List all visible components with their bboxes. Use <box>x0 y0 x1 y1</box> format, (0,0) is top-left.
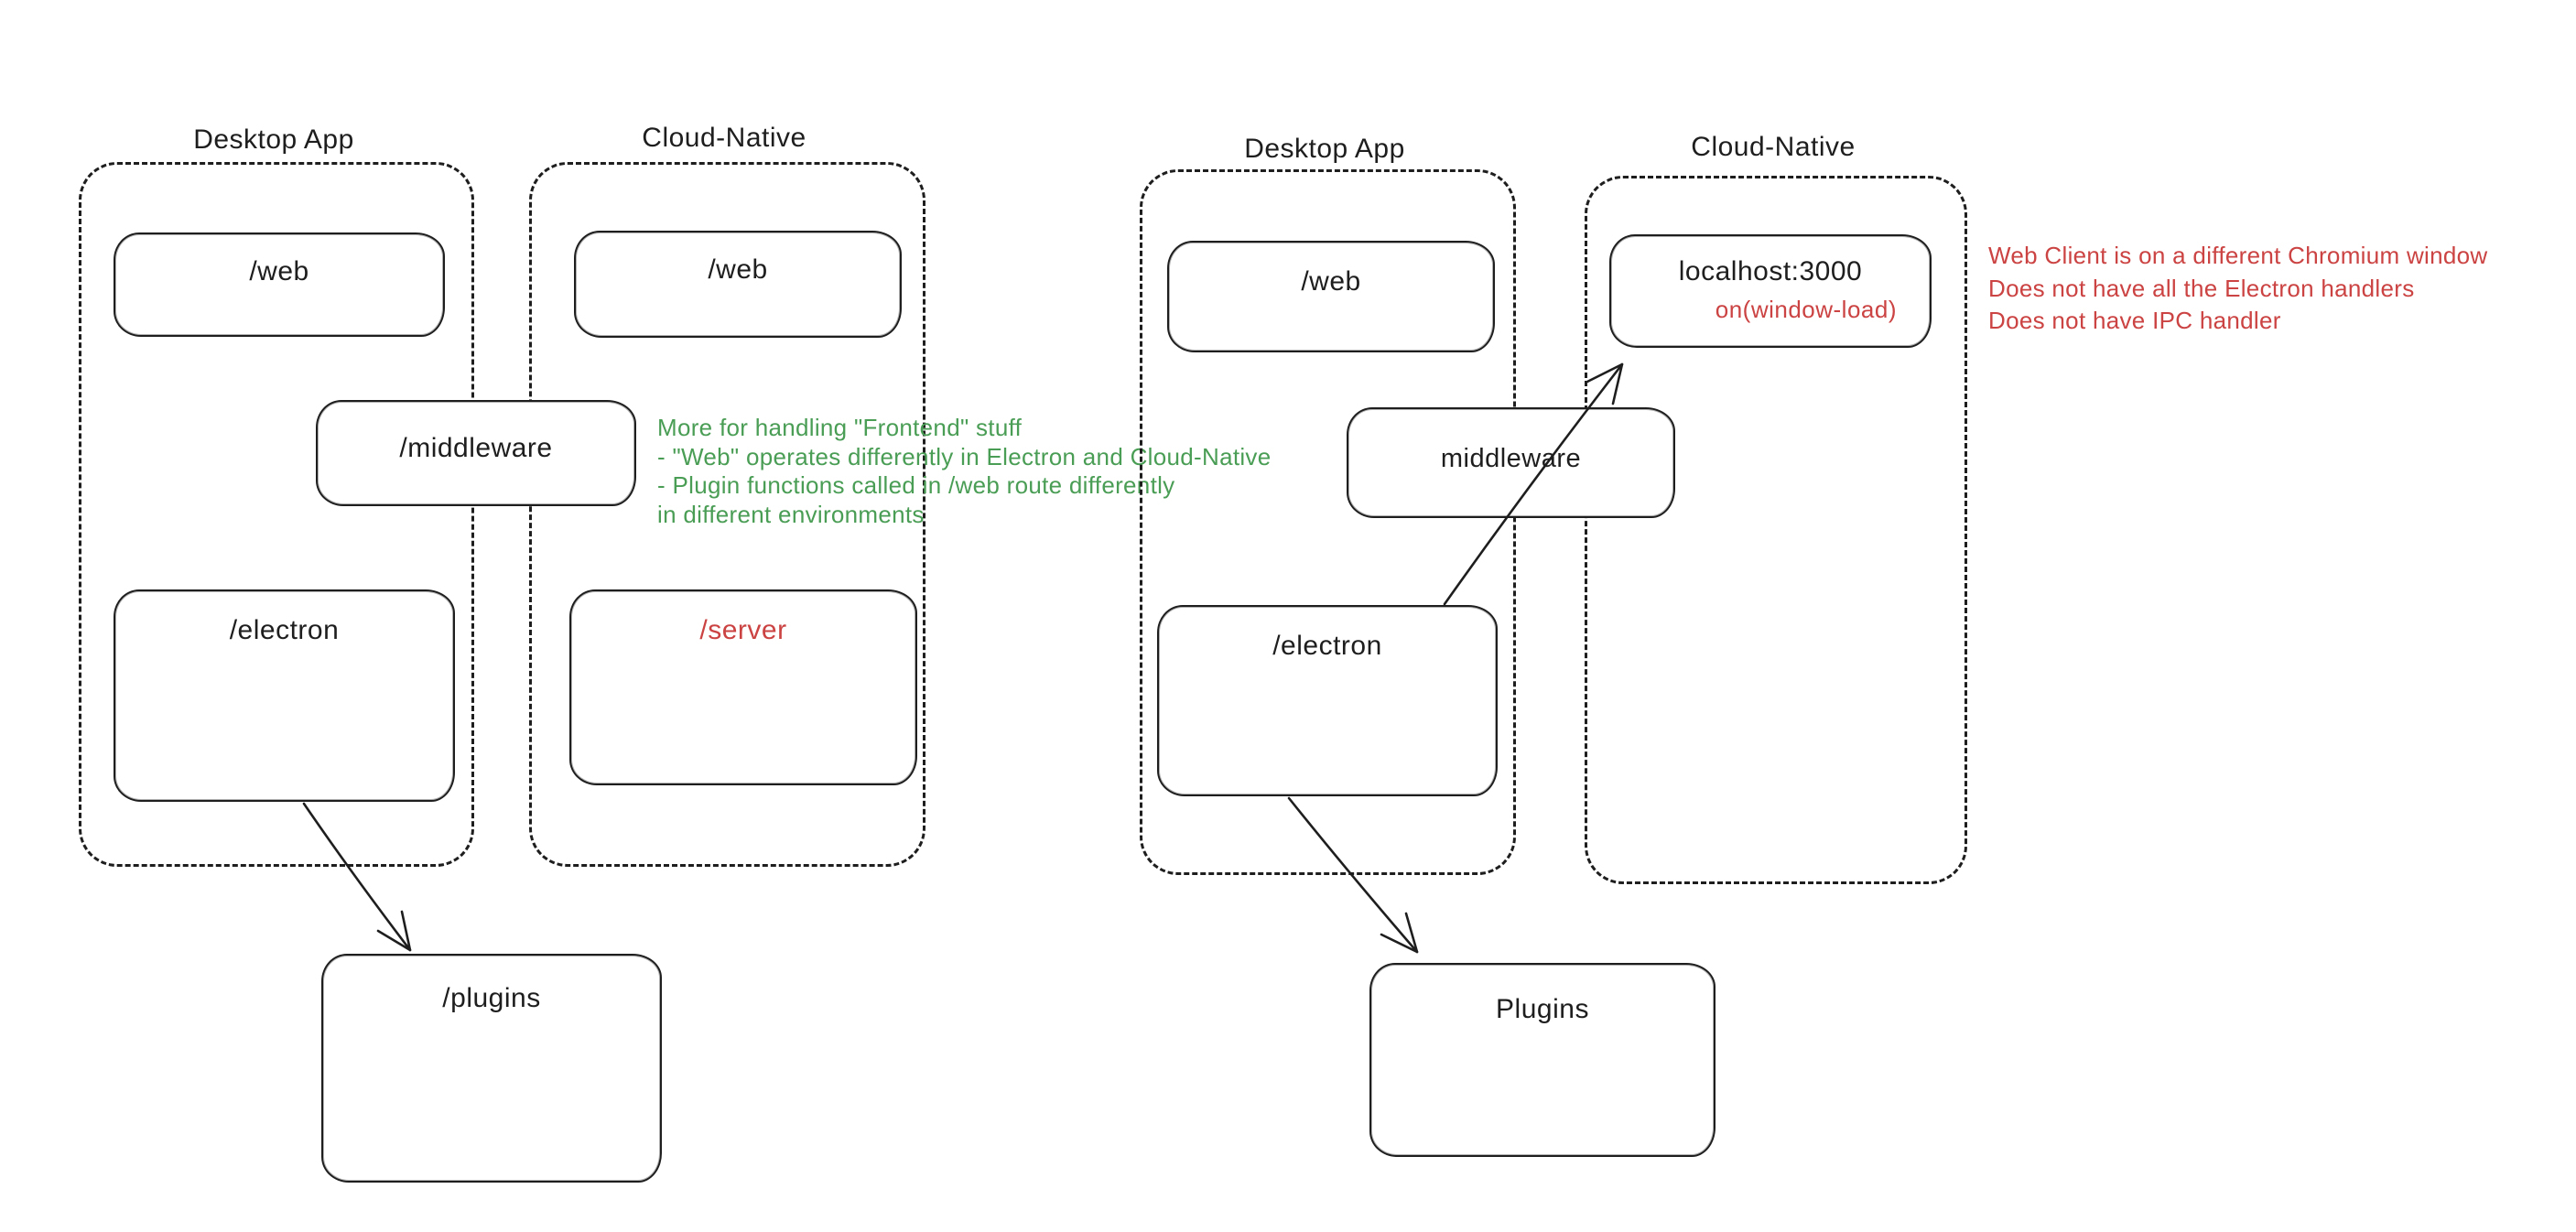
left-web-cloud-box: /web <box>574 231 902 338</box>
left-cloud-native-label: Cloud-Native <box>642 123 806 153</box>
green-note-line-2: - "Web" operates differently in Electron… <box>657 442 1272 470</box>
red-note-line-1: Web Client is on a different Chromium wi… <box>1988 242 2488 269</box>
red-annotation-note: Web Client is on a different Chromium wi… <box>1988 240 2487 338</box>
right-plugins-box-label: Plugins <box>1496 994 1589 1024</box>
left-electron-box: /electron <box>114 589 455 802</box>
right-web-box: /web <box>1167 241 1495 352</box>
red-note-line-3: Does not have IPC handler <box>1988 307 2281 334</box>
left-plugins-box-label: /plugins <box>442 983 541 1013</box>
left-middleware-box-label: /middleware <box>399 433 553 463</box>
left-desktop-app-container <box>79 162 474 867</box>
right-localhost-box: localhost:3000 on(window-load) <box>1609 234 1932 348</box>
left-web-desktop-box: /web <box>114 232 445 337</box>
right-electron-box-label: /electron <box>1272 631 1382 661</box>
right-web-box-label: /web <box>1301 266 1361 297</box>
left-web-desktop-box-label: /web <box>249 256 309 286</box>
red-note-line-2: Does not have all the Electron handlers <box>1988 274 2415 302</box>
green-note-line-4: in different environments <box>657 500 925 528</box>
left-server-box-label: /server <box>699 615 787 645</box>
right-plugins-box: Plugins <box>1369 963 1716 1157</box>
right-desktop-app-label: Desktop App <box>1244 134 1405 164</box>
green-annotation-note: More for handling "Frontend" stuff - "We… <box>657 414 1272 529</box>
right-electron-box: /electron <box>1157 605 1498 796</box>
left-web-cloud-box-label: /web <box>708 254 768 285</box>
right-middleware-box: middleware <box>1347 407 1675 518</box>
right-on-window-load-label: on(window-load) <box>1715 296 1897 323</box>
right-cloud-native-label: Cloud-Native <box>1691 132 1856 162</box>
left-server-box: /server <box>569 589 917 785</box>
left-cloud-native-container <box>529 162 925 867</box>
left-middleware-box: /middleware <box>316 400 636 506</box>
right-middleware-box-label: middleware <box>1440 444 1582 473</box>
green-note-line-1: More for handling "Frontend" stuff <box>657 414 1023 441</box>
left-desktop-app-label: Desktop App <box>193 124 354 155</box>
left-electron-box-label: /electron <box>229 615 340 645</box>
right-localhost-box-label: localhost:3000 <box>1678 256 1863 286</box>
green-note-line-3: - Plugin functions called in /web route … <box>657 471 1175 499</box>
left-plugins-box: /plugins <box>321 954 662 1183</box>
